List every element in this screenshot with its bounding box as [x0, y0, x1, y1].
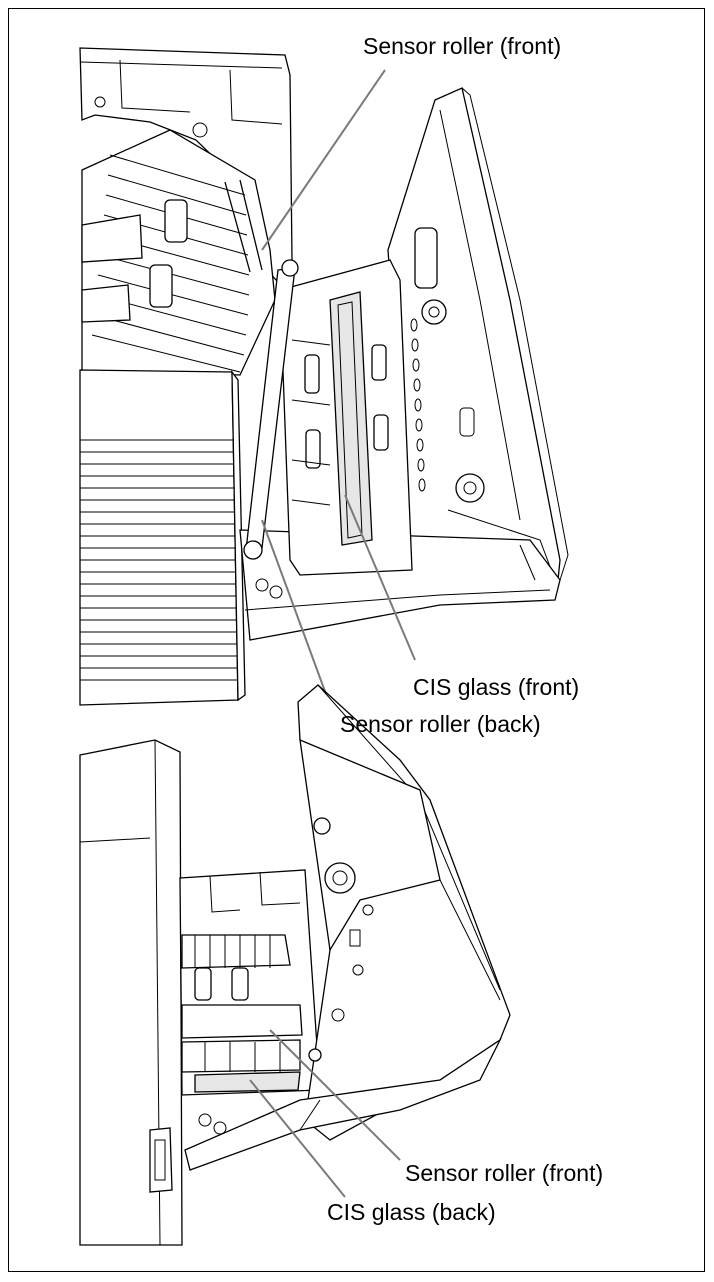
- bottom-scanner-side-view: [79, 684, 511, 1246]
- label-sensor-roller-front-top: Sensor roller (front): [363, 33, 562, 59]
- leader-cis-glass-back: [249, 1079, 346, 1198]
- leader-sensor-roller-back: [261, 519, 331, 706]
- leader-sensor-roller-front-top: [261, 69, 386, 251]
- leader-cis-glass-front: [344, 494, 416, 661]
- figure-frame: [8, 8, 705, 1272]
- label-cis-glass-front: CIS glass (front): [413, 674, 580, 700]
- top-scanner-open-view: [79, 47, 569, 706]
- label-cis-glass-back: CIS glass (back): [327, 1199, 496, 1225]
- label-sensor-roller-front-bottom: Sensor roller (front): [405, 1160, 604, 1186]
- label-sensor-roller-back: Sensor roller (back): [340, 711, 541, 737]
- leader-sensor-roller-front-bottom: [269, 1029, 401, 1161]
